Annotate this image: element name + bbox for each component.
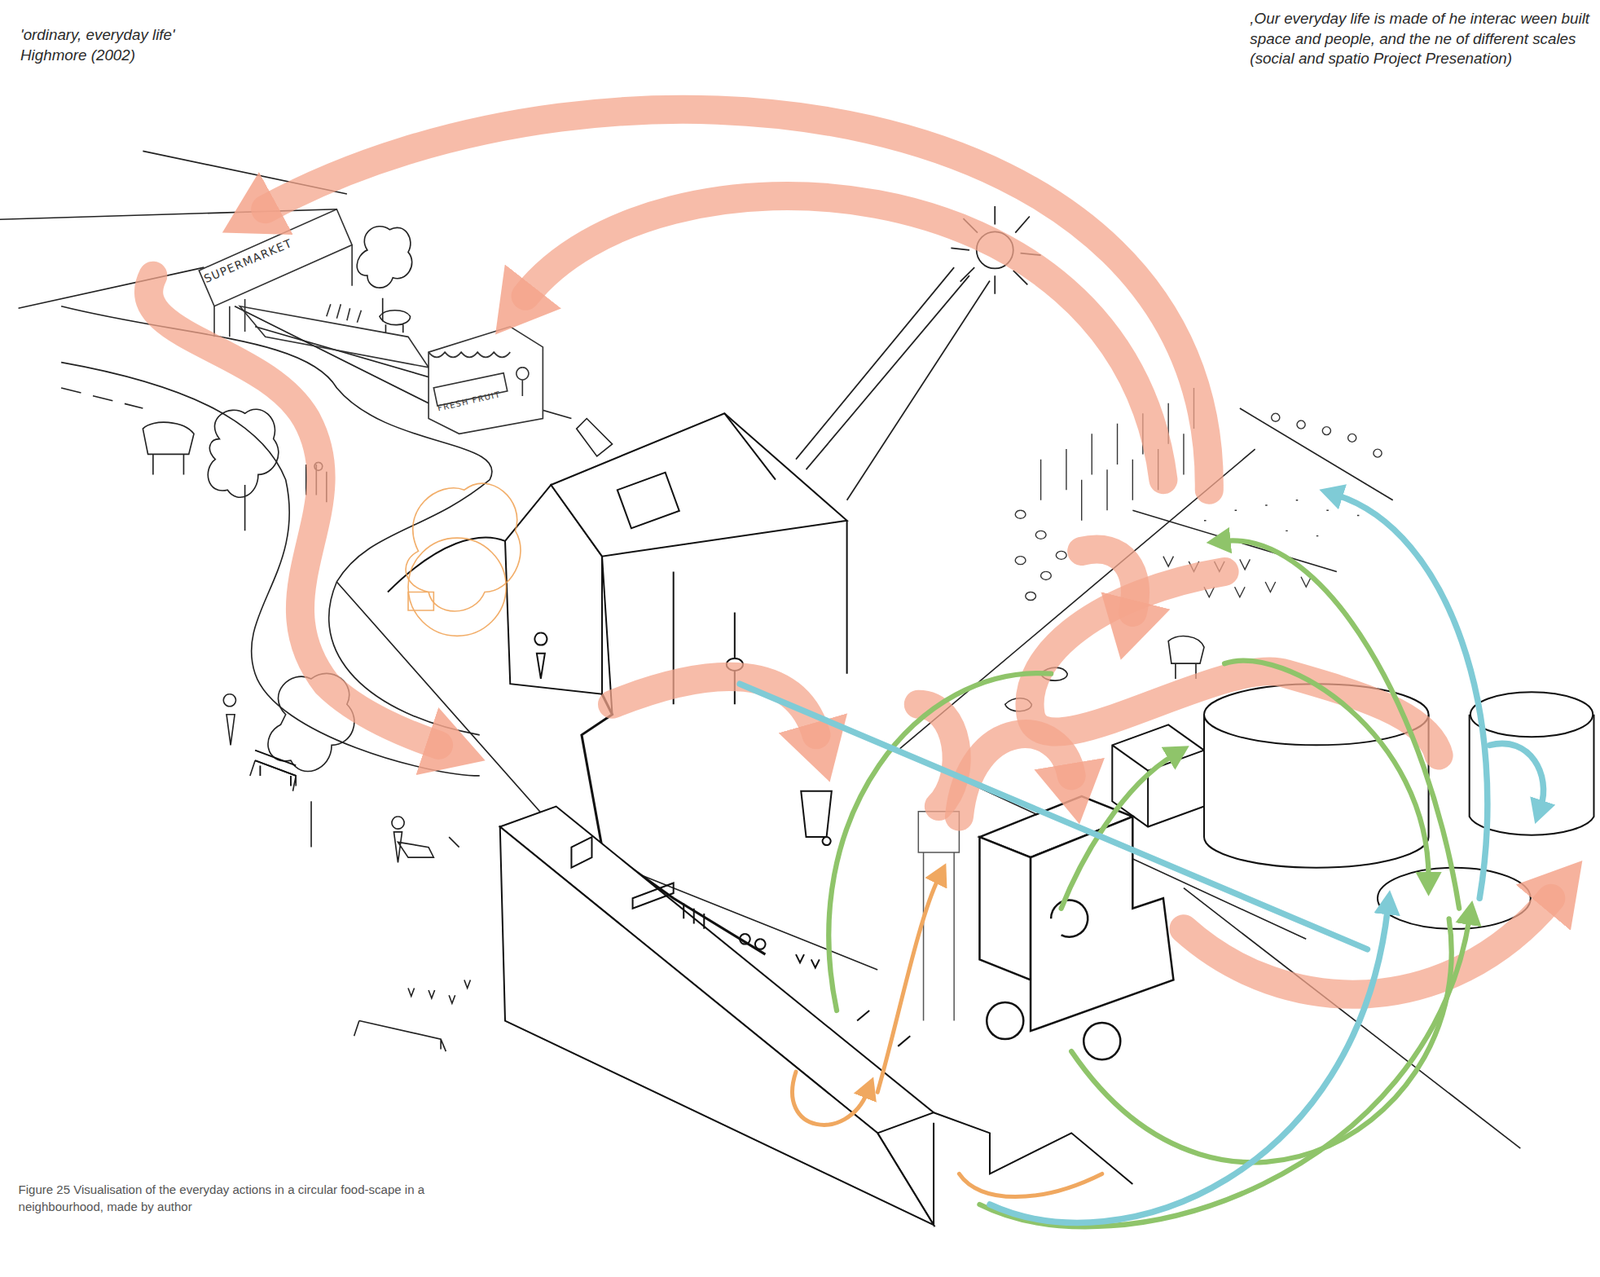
truck [986, 1002, 1024, 1039]
house [534, 632, 547, 679]
benches [254, 750, 296, 787]
salmon-flow-arrows [958, 734, 1072, 817]
trees-and-animals [250, 760, 296, 792]
indoor-garden [408, 591, 434, 611]
trees-and-animals [207, 408, 279, 531]
green-flow-arrows [1071, 918, 1452, 1162]
trees-and-animals [408, 979, 471, 1003]
salmon-flow-arrows [918, 703, 957, 806]
truck [1050, 900, 1088, 937]
blue-flow-arrows [1336, 494, 1488, 898]
salmon-flow-arrows [265, 109, 1210, 490]
trees-and-animals [391, 816, 460, 862]
field [1271, 413, 1382, 458]
orange-flow-arrows [877, 877, 939, 1092]
long-building [683, 903, 910, 1047]
orange-flow-arrows [958, 1173, 1102, 1196]
house [800, 791, 832, 845]
blue-flow-arrows [739, 683, 1368, 950]
house [550, 413, 847, 556]
fruit-stall [428, 351, 510, 357]
trees-and-animals [354, 1020, 447, 1052]
field [1204, 500, 1359, 537]
trees-and-animals [379, 310, 411, 334]
truck [1030, 816, 1174, 1031]
orange-flow-arrows [792, 877, 1103, 1196]
orange-flow-arrows [792, 1071, 868, 1125]
fruit-stall [428, 326, 543, 435]
long-building [571, 836, 673, 909]
figure-caption: Figure 25 Visualisation of the everyday … [18, 1181, 499, 1215]
supermarket [326, 303, 362, 323]
house [387, 536, 506, 592]
field [1015, 509, 1067, 600]
blue-flow-arrows [739, 494, 1543, 1222]
house [617, 472, 680, 529]
salmon-flow-arrows [149, 275, 440, 745]
roads [61, 387, 143, 409]
salmon-flow-arrows [1081, 549, 1136, 613]
tanks [1112, 724, 1205, 827]
trees-and-animals [356, 226, 412, 322]
blue-flow-arrows [989, 908, 1388, 1223]
benches [254, 750, 296, 787]
roads [1239, 408, 1394, 501]
salmon-flow-arrows [149, 109, 1552, 994]
supermarket [239, 306, 429, 368]
trees-and-animals [223, 694, 236, 746]
trees-and-animals [1168, 636, 1205, 679]
green-flow-arrows [828, 540, 1469, 1227]
indoor-garden [405, 483, 521, 611]
long-building [500, 826, 934, 1225]
indoor-garden [408, 537, 506, 636]
supermarket [198, 209, 352, 307]
fruit-stall [516, 367, 529, 396]
sun [795, 267, 990, 501]
truck [979, 795, 1174, 1060]
quote-text: ,Our everyday life is made of he interac… [1249, 8, 1592, 68]
truck [979, 836, 1031, 980]
blue-flow-arrows [1490, 742, 1544, 806]
salmon-flow-arrows [525, 196, 1164, 480]
green-flow-arrows [1224, 540, 1460, 908]
quote-text: 'ordinary, everyday life' Highmore (2002… [20, 24, 240, 65]
trees-and-animals [142, 421, 194, 475]
tanks [1112, 683, 1594, 929]
tanks [1470, 691, 1593, 737]
indoor-garden [405, 483, 521, 636]
green-flow-arrows [1224, 660, 1429, 879]
truck [1083, 1022, 1121, 1060]
green-flow-arrows [1061, 755, 1174, 909]
fruit-stall [428, 326, 543, 435]
green-flow-arrows [828, 672, 1051, 1011]
roads [18, 267, 205, 308]
roads [61, 362, 480, 776]
